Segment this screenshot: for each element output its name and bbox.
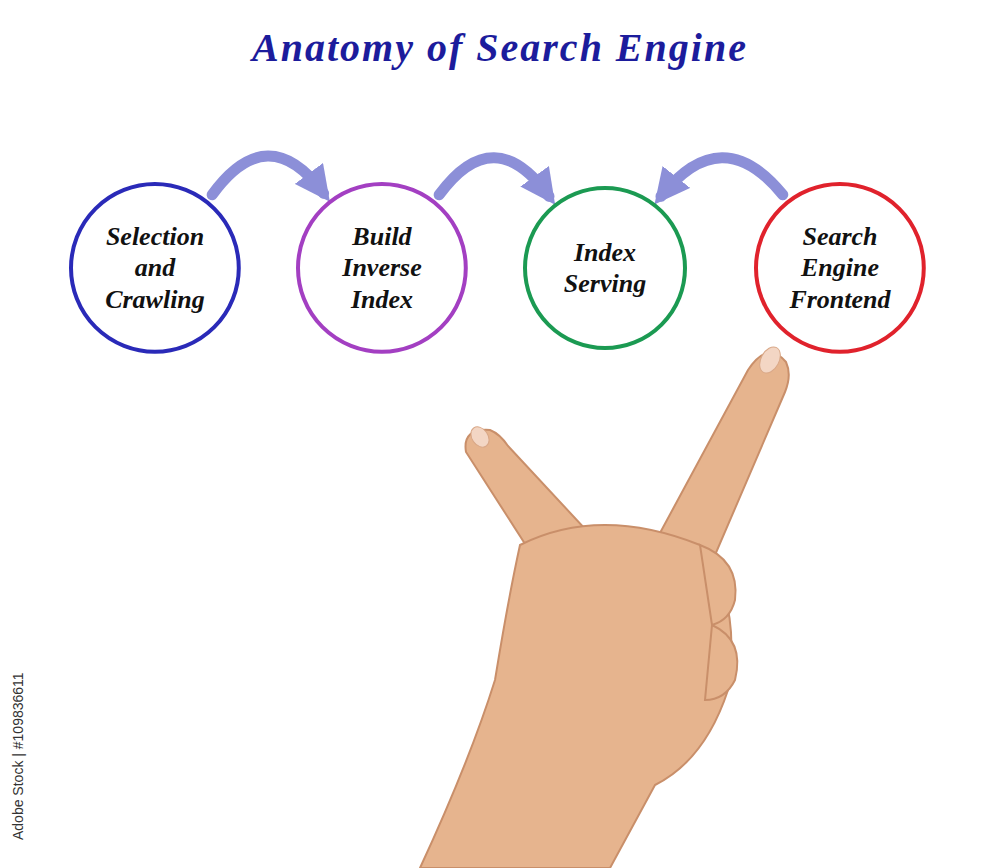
process-circle: Index Serving bbox=[522, 185, 688, 351]
curved-arrow bbox=[212, 156, 323, 195]
node-label: Build Inverse Index bbox=[316, 221, 448, 315]
circle-outline bbox=[522, 185, 688, 351]
process-circle: Selection and Crawling bbox=[68, 181, 242, 355]
node-label: Index Serving bbox=[539, 237, 671, 299]
curved-arrow bbox=[661, 158, 783, 197]
curved-arrow bbox=[439, 158, 549, 197]
process-circle: Build Inverse Index bbox=[295, 181, 469, 355]
node-label: Search Engine Frontend bbox=[774, 221, 906, 315]
process-circle: Search Engine Frontend bbox=[753, 181, 927, 355]
watermark: Adobe Stock | #109836611 bbox=[10, 672, 26, 840]
diagram-title: Anatomy of Search Engine bbox=[0, 24, 1000, 71]
node-label: Selection and Crawling bbox=[89, 221, 221, 315]
